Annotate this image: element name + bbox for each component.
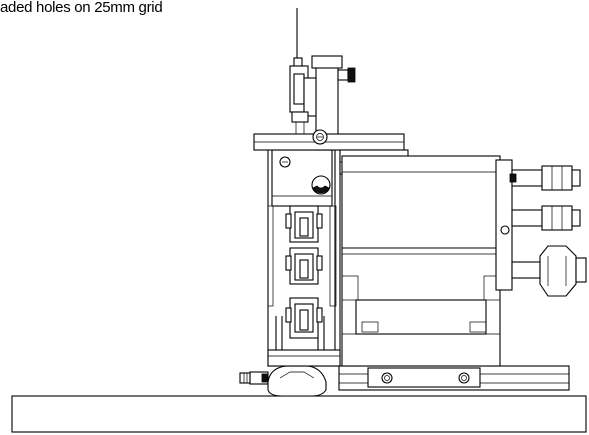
micrometer-top xyxy=(509,165,581,191)
upper-post xyxy=(289,8,356,151)
base-plate xyxy=(11,395,587,433)
caption-text: aded holes on 25mm grid xyxy=(0,0,163,16)
linear-rail xyxy=(338,365,570,391)
main-housing xyxy=(341,155,501,367)
plate-screw xyxy=(500,225,510,235)
base-clamp xyxy=(239,365,327,397)
micrometer-bottom xyxy=(511,245,587,297)
fiber-connector-top xyxy=(285,205,323,243)
micrometer-middle xyxy=(511,205,581,231)
fiber-connector-middle xyxy=(285,247,323,285)
fiber-connector-bottom xyxy=(285,297,323,339)
column-knob-shade xyxy=(312,185,330,194)
